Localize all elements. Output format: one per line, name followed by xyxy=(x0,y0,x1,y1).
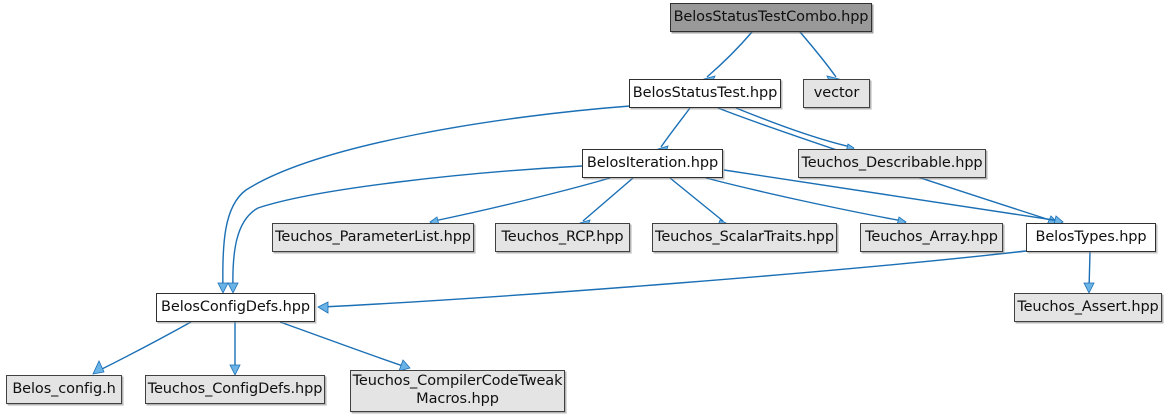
edge-arrowhead-icon xyxy=(1083,282,1095,294)
graph-node-scalartraits[interactable]: Teuchos_ScalarTraits.hpp xyxy=(652,223,837,252)
graph-node-combo[interactable]: BelosStatusTestCombo.hpp xyxy=(670,3,872,32)
edge-belostypes-to-configdefs xyxy=(317,250,1027,314)
edge-arrowhead-icon xyxy=(317,301,329,314)
graph-node-array[interactable]: Teuchos_Array.hpp xyxy=(860,223,1003,252)
edge-arrowhead-icon xyxy=(398,359,411,372)
graph-node-belostypes[interactable]: BelosTypes.hpp xyxy=(1026,223,1156,252)
graph-node-iteration[interactable]: BelosIteration.hpp xyxy=(582,149,723,178)
graph-node-paramlist[interactable]: Teuchos_ParameterList.hpp xyxy=(272,223,474,252)
graph-node-configdefs[interactable]: BelosConfigDefs.hpp xyxy=(156,293,315,322)
graph-node-describable[interactable]: Teuchos_Describable.hpp xyxy=(798,149,986,178)
graph-node-vector[interactable]: vector xyxy=(803,79,870,108)
edge-iteration-to-paramlist xyxy=(429,177,611,230)
edge-configdefs-to-tweakmacros xyxy=(279,321,411,372)
graph-node-assert[interactable]: Teuchos_Assert.hpp xyxy=(1014,293,1162,322)
edge-arrowhead-icon xyxy=(92,360,105,375)
edge-configdefs-to-belosconfig xyxy=(92,321,192,375)
edge-arrowhead-icon xyxy=(227,282,239,294)
edge-configdefs-to-tconfigdefs xyxy=(229,322,241,376)
graph-node-tweakmacros[interactable]: Teuchos_CompilerCodeTweak Macros.hpp xyxy=(350,370,565,412)
graph-node-tconfigdefs[interactable]: Teuchos_ConfigDefs.hpp xyxy=(145,375,325,404)
edge-iteration-to-array xyxy=(705,177,907,230)
edge-statustest-to-configdefs xyxy=(217,105,631,294)
edge-belostypes-to-assert xyxy=(1083,251,1095,294)
graph-node-rcp[interactable]: Teuchos_RCP.hpp xyxy=(495,223,630,252)
graph-node-belosconfig[interactable]: Belos_config.h xyxy=(6,375,122,404)
edge-iteration-to-configdefs xyxy=(227,165,583,294)
edge-arrowhead-icon xyxy=(217,282,229,294)
graph-node-statustest[interactable]: BelosStatusTest.hpp xyxy=(629,79,781,108)
edge-arrowhead-icon xyxy=(229,364,241,376)
